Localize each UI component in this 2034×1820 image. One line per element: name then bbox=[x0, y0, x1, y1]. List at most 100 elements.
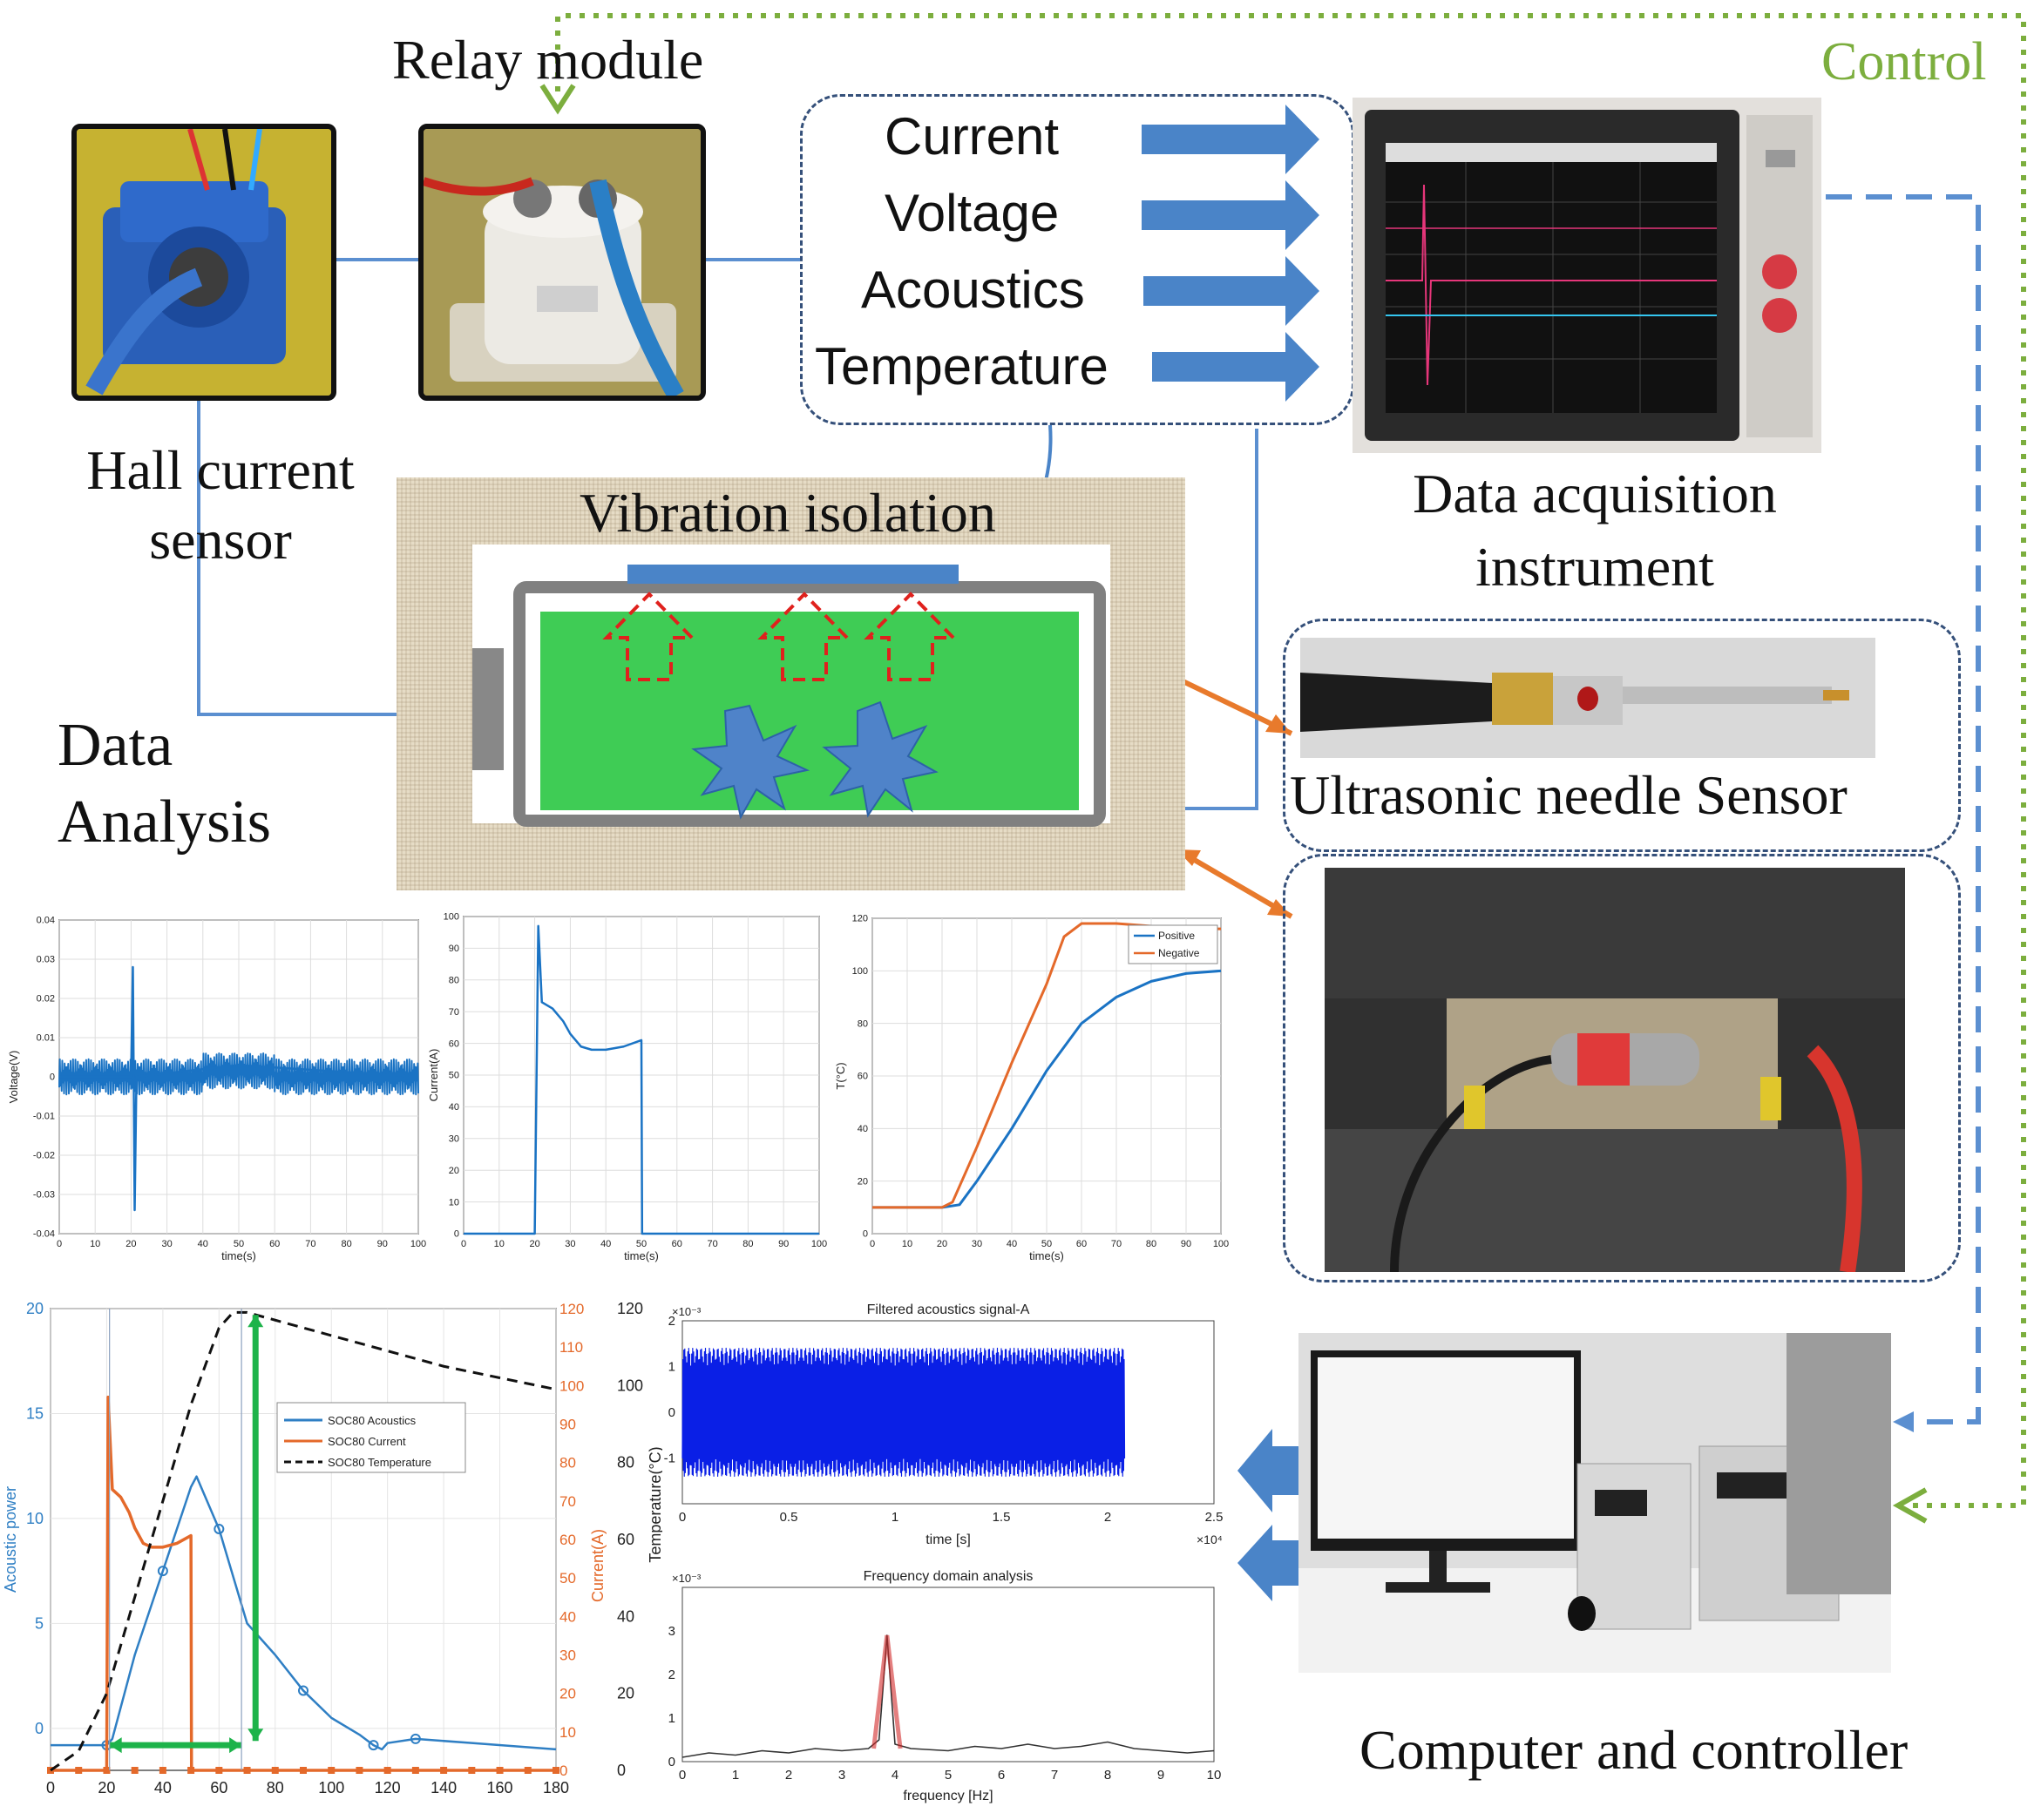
x-tick-label: 6 bbox=[998, 1768, 1005, 1783]
combined-legend-label: SOC80 Current bbox=[328, 1435, 406, 1448]
data-analysis-label-line1: Data bbox=[58, 712, 173, 779]
hall-sensor-photo bbox=[71, 124, 336, 401]
battery-tab bbox=[472, 648, 504, 770]
x-tick-label: 90 bbox=[1181, 1239, 1191, 1249]
x-tick-label: 60 bbox=[269, 1239, 280, 1249]
rise-arrowhead-top bbox=[247, 1315, 264, 1328]
y-tick-label-right2: 40 bbox=[617, 1607, 634, 1625]
temp-legend-box bbox=[1128, 924, 1218, 964]
hall-sensor-label-line2: sensor bbox=[149, 509, 292, 571]
current-marker bbox=[468, 1767, 476, 1774]
y-tick-label: 0.04 bbox=[37, 916, 55, 926]
x-tick-label: 0.5 bbox=[780, 1510, 798, 1525]
y-tick-label-right1: 80 bbox=[559, 1455, 576, 1472]
y-tick-label-right2: 80 bbox=[617, 1454, 634, 1472]
current-marker bbox=[356, 1767, 363, 1774]
y-tick-label-right1: 110 bbox=[559, 1339, 583, 1356]
y-tick-label: 60 bbox=[449, 1039, 459, 1049]
x-tick-label: 60 bbox=[1076, 1239, 1087, 1249]
duration-arrowhead-left bbox=[109, 1737, 122, 1754]
needle-sensor-bar bbox=[627, 565, 959, 584]
y-tick-label-left: 15 bbox=[26, 1404, 44, 1422]
combined-legend-label: SOC80 Acoustics bbox=[328, 1414, 417, 1427]
signal-voltage: Voltage bbox=[885, 184, 1060, 242]
computer-arrow-1 bbox=[1237, 1429, 1298, 1512]
combined-legend-label: SOC80 Temperature bbox=[328, 1456, 431, 1469]
y-tick-label-left: 0 bbox=[35, 1720, 44, 1737]
x-tick-label: 80 bbox=[742, 1239, 753, 1249]
data-analysis-label-line2: Analysis bbox=[58, 788, 271, 856]
y-tick-label: 0 bbox=[863, 1229, 868, 1240]
hall-sensor-label-line1: Hall current bbox=[86, 439, 355, 501]
acoustics-marker bbox=[157, 1566, 168, 1577]
x-multiplier: ×10⁴ bbox=[1197, 1532, 1223, 1546]
y-tick-label-right1: 100 bbox=[559, 1377, 584, 1394]
x-tick-label: 10 bbox=[90, 1239, 100, 1249]
data-acquisition-photo bbox=[1353, 98, 1821, 453]
temp-legend-label: Positive bbox=[1158, 930, 1195, 942]
y-tick-label-right1: 90 bbox=[559, 1417, 576, 1433]
ultrasonic-sensor-box bbox=[1283, 619, 1961, 852]
y-axis-label-right1: Current(A) bbox=[589, 1529, 607, 1602]
data-acquisition-label-line2: instrument bbox=[1475, 536, 1714, 598]
arrow-acoustics-icon bbox=[1143, 256, 1319, 326]
current-line bbox=[51, 1395, 556, 1772]
y-tick-label-right2: 120 bbox=[617, 1300, 643, 1317]
x-tick-label: 0 bbox=[679, 1510, 686, 1525]
x-tick-label: 0 bbox=[57, 1239, 62, 1249]
y-tick-label: 0.02 bbox=[37, 994, 55, 1005]
x-tick-label: 80 bbox=[1146, 1239, 1156, 1249]
x-tick-label: 80 bbox=[341, 1239, 351, 1249]
current-line bbox=[464, 924, 819, 1235]
y-tick-label: 100 bbox=[444, 912, 459, 923]
y-tick-label: -0.02 bbox=[33, 1151, 55, 1161]
hall-sensor-label: Hall current sensor bbox=[68, 436, 373, 575]
acoustics-marker bbox=[368, 1740, 379, 1751]
x-tick-label: 0 bbox=[461, 1239, 466, 1249]
x-tick-label: 90 bbox=[778, 1239, 789, 1249]
temp-line-0 bbox=[872, 969, 1222, 1209]
x-tick-label: 60 bbox=[672, 1239, 682, 1249]
y-tick-label-right1: 30 bbox=[559, 1647, 576, 1664]
y-tick-label: 80 bbox=[449, 975, 459, 985]
y-tick-label-right1: 40 bbox=[559, 1608, 576, 1625]
plot-frame bbox=[681, 1587, 1215, 1762]
data-acquisition-label-line1: Data acquisition bbox=[1413, 463, 1777, 524]
y-tick-label-right1: 50 bbox=[559, 1570, 576, 1587]
x-tick-label: 100 bbox=[1213, 1239, 1229, 1249]
computer-controller-label: Computer and controller bbox=[1359, 1719, 1909, 1781]
y-axis-label: Voltage(V) bbox=[7, 1051, 20, 1104]
acoustics-marker bbox=[298, 1685, 308, 1696]
current-marker bbox=[383, 1767, 391, 1774]
rise-arrowhead-bottom bbox=[247, 1729, 264, 1742]
ultrasonic-sensor-photo bbox=[1300, 638, 1875, 758]
current-marker bbox=[553, 1767, 559, 1774]
relay-module-label: Relay module bbox=[392, 29, 704, 91]
x-axis-label: time(s) bbox=[624, 1249, 659, 1262]
current-marker bbox=[328, 1767, 336, 1774]
x-tick-label: 4 bbox=[892, 1768, 898, 1783]
y-tick-label: 70 bbox=[449, 1007, 459, 1018]
x-tick-label: 40 bbox=[1007, 1239, 1017, 1249]
duration-arrowhead-right bbox=[229, 1737, 242, 1754]
fixture-box bbox=[1283, 854, 1961, 1282]
y-tick-label: 3 bbox=[668, 1624, 675, 1639]
voltage-noise-line bbox=[58, 1052, 419, 1096]
current-marker bbox=[440, 1767, 448, 1774]
relay-module-photo bbox=[418, 124, 706, 401]
battery-casing bbox=[513, 581, 1106, 827]
ultrasonic-wave-marks bbox=[602, 592, 958, 681]
control-loop-line bbox=[555, 13, 2026, 1508]
data-link-line bbox=[1826, 194, 1981, 1424]
x-tick-label: 10 bbox=[902, 1239, 912, 1249]
x-tick-label: 30 bbox=[972, 1239, 982, 1249]
y-tick-label-left: 20 bbox=[26, 1300, 44, 1317]
spectrum-line bbox=[681, 1634, 1215, 1758]
x-tick-label: 20 bbox=[98, 1779, 115, 1796]
x-tick-label: 20 bbox=[937, 1239, 947, 1249]
